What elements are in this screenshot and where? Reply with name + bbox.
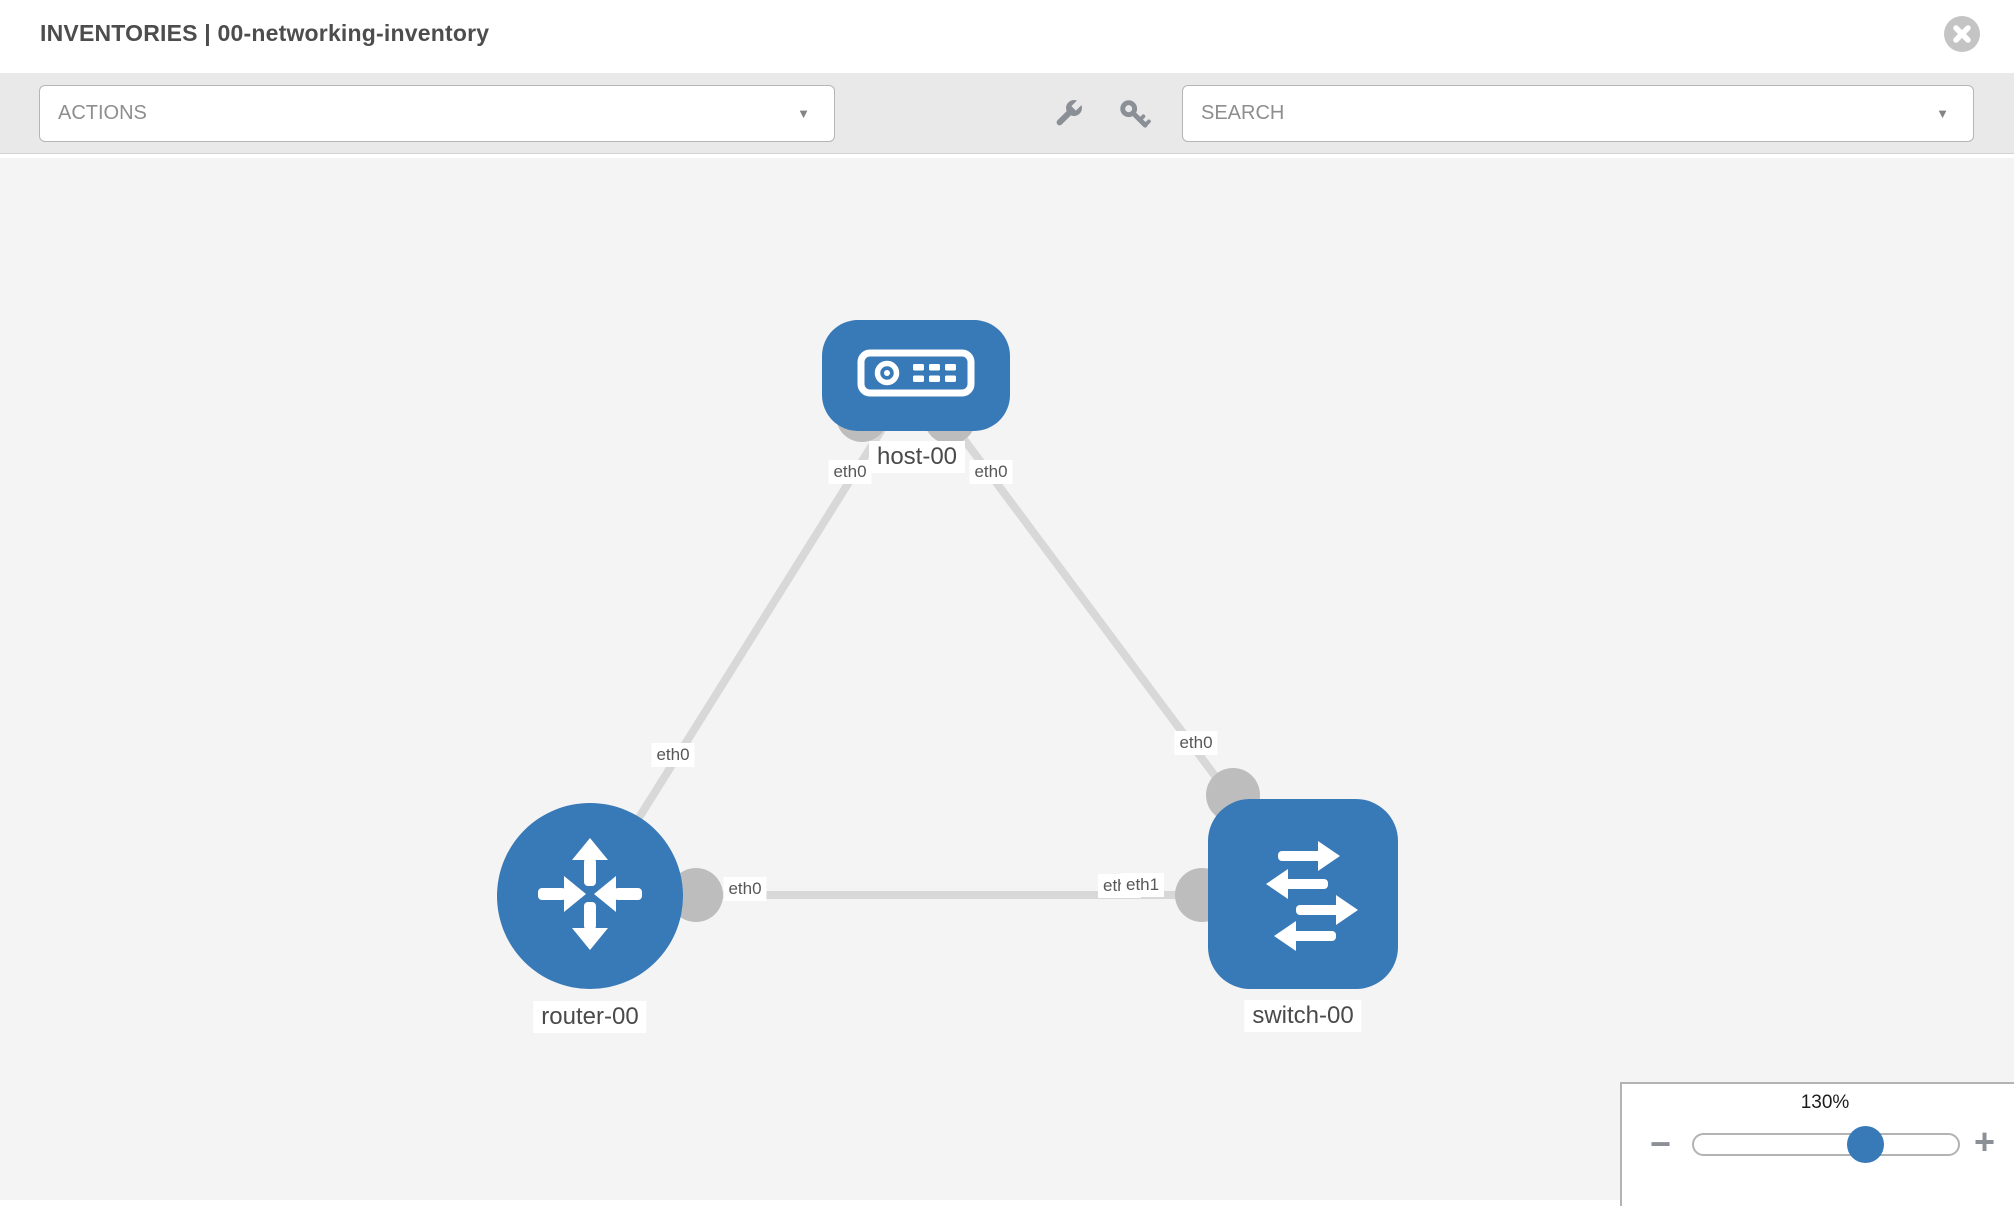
search-dropdown[interactable]: SEARCH ▼ (1182, 85, 1974, 142)
key-icon[interactable] (1117, 97, 1151, 131)
node-host-00[interactable] (822, 320, 1010, 431)
iface-label-host-eth0-left: eth0 (828, 460, 872, 484)
iface-label-router-eth0-top: eth0 (651, 743, 695, 767)
iface-label-switch-eth1: eth1 (1121, 873, 1165, 897)
node-switch-00[interactable] (1208, 799, 1398, 989)
zoom-panel: 130% − + (1620, 1082, 2014, 1206)
iface-label-switch-eth0-top: eth0 (1174, 731, 1218, 755)
server-icon (856, 348, 976, 403)
iface-label-host-eth0-right: eth0 (969, 460, 1013, 484)
iface-label-router-eth0-mid: eth0 (723, 877, 767, 901)
switch-arrows-icon (1240, 829, 1366, 960)
toolbar: ACTIONS ▼ SEARCH ▼ (0, 73, 2014, 154)
chevron-down-icon: ▼ (1936, 106, 1949, 121)
zoom-slider-track[interactable] (1692, 1133, 1960, 1156)
close-icon[interactable] (1944, 16, 1980, 52)
header: INVENTORIES | 00-networking-inventory (0, 0, 2014, 73)
node-label-switch: switch-00 (1244, 1000, 1362, 1032)
actions-dropdown[interactable]: ACTIONS ▼ (39, 85, 835, 142)
page-title: INVENTORIES | 00-networking-inventory (40, 20, 490, 46)
connector-dot (669, 868, 723, 922)
zoom-out-button[interactable]: − (1650, 1123, 1672, 1164)
search-dropdown-label: SEARCH (1201, 102, 1285, 124)
node-label-host: host-00 (868, 441, 966, 473)
chevron-down-icon: ▼ (797, 106, 810, 121)
router-arrows-icon (531, 835, 649, 958)
actions-dropdown-label: ACTIONS (58, 102, 147, 124)
node-label-router: router-00 (533, 1001, 647, 1033)
zoom-level-text: 130% (1800, 1092, 1850, 1113)
links-layer (586, 372, 1307, 922)
topology-canvas[interactable]: host-00 router-00 switch-00 eth0 eth0 et… (0, 154, 2014, 1200)
zoom-slider-handle[interactable] (1847, 1126, 1884, 1163)
zoom-in-button[interactable]: + (1974, 1121, 1996, 1162)
node-router-00[interactable] (497, 803, 683, 989)
wrench-icon[interactable] (1051, 97, 1085, 131)
